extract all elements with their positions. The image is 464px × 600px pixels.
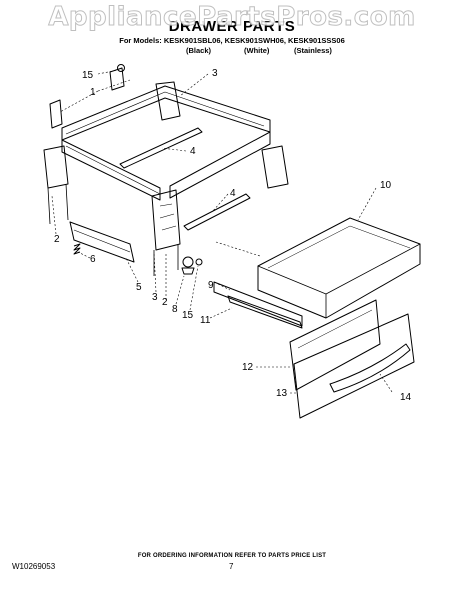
callout-14: 14 [400, 392, 412, 403]
front-rail [69, 221, 135, 263]
corner-bracket-back [155, 81, 181, 121]
drawer-slide [227, 295, 303, 329]
screw [117, 64, 125, 72]
spring [73, 243, 81, 255]
color-black: (Black) [186, 46, 212, 55]
callout-11: 11 [200, 315, 211, 326]
drawer-glide-front [183, 193, 251, 231]
model-list: For Models: KESK901SBL06, KESK901SWH06, … [119, 36, 345, 45]
color-white: (White) [244, 46, 270, 55]
callout-12: 12 [242, 362, 254, 373]
callout-3: 3 [212, 68, 218, 79]
drawer-front-panel [289, 299, 381, 391]
frame-rail-left [61, 139, 161, 201]
callout-13: 13 [276, 388, 288, 399]
drawer-glide-rear [119, 127, 203, 169]
callout-8: 8 [172, 304, 178, 315]
callout-2: 2 [162, 297, 168, 308]
outer-drawer-front [293, 313, 415, 419]
callout-10: 10 [380, 180, 392, 191]
callout-4: 4 [190, 146, 196, 157]
callout-15: 15 [82, 70, 94, 81]
watermark: AppliancePartsPros.com [48, 2, 416, 33]
callout-1: 1 [90, 87, 96, 98]
page-number: 7 [229, 562, 234, 571]
ordering-info: FOR ORDERING INFORMATION REFER TO PARTS … [137, 553, 327, 559]
drawer-bracket [213, 281, 303, 327]
wheel-assembly [182, 256, 194, 268]
callout-4: 4 [230, 188, 236, 199]
document-number: W10269053 [12, 562, 56, 571]
callout-2: 2 [54, 234, 60, 245]
corner-bracket-front [151, 189, 181, 251]
page-title: DRAWER PARTS [168, 18, 296, 35]
corner-bracket-right [261, 145, 289, 189]
frame-rail-right [169, 131, 271, 199]
callout-6: 6 [90, 254, 96, 265]
corner-bracket-left [43, 145, 69, 189]
callout-15: 15 [182, 310, 194, 321]
callout-3: 3 [152, 292, 158, 303]
callout-9: 9 [208, 280, 214, 291]
callout-5: 5 [136, 282, 142, 293]
drawer-handle [329, 343, 411, 393]
color-stainless: (Stainless) [294, 46, 332, 55]
upper-bracket-1 [49, 99, 63, 129]
drawer-box [257, 217, 421, 319]
